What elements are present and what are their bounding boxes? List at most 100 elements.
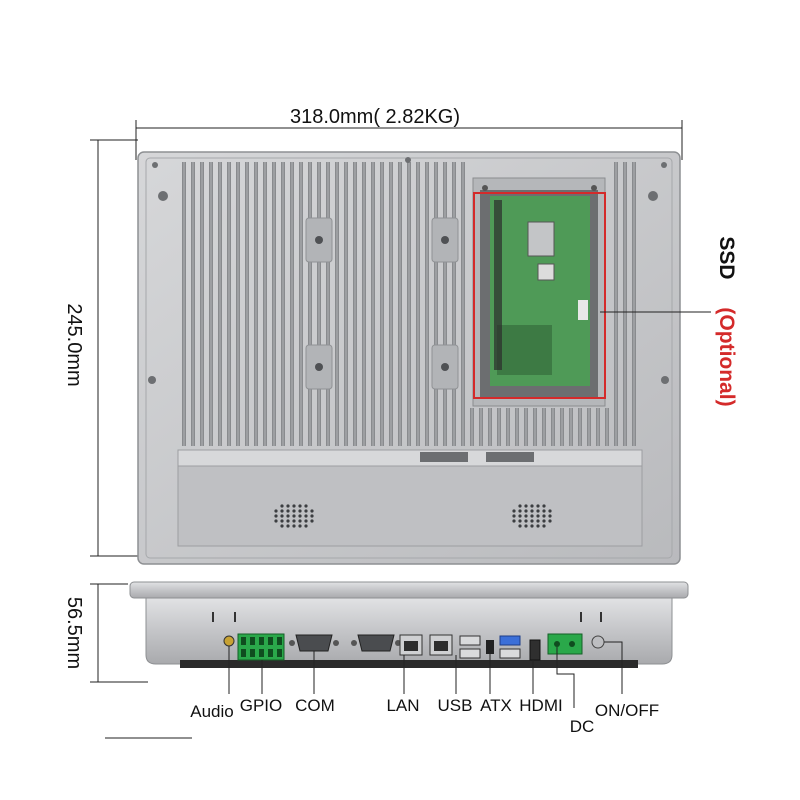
heatsink-fin — [569, 408, 573, 446]
grille-hole — [536, 504, 540, 508]
heatsink-fin — [614, 162, 618, 446]
grille-hole — [518, 504, 522, 508]
grille-hole — [524, 504, 528, 508]
heatsink-fin — [290, 162, 294, 446]
grille-hole — [286, 504, 290, 508]
power-button — [591, 635, 605, 649]
grille-hole — [298, 504, 302, 508]
port-label-com: COM — [295, 696, 335, 715]
grille-hole — [298, 509, 302, 513]
atx-switch — [486, 640, 494, 654]
heatsink-fin — [461, 162, 465, 446]
grille-hole — [530, 519, 534, 523]
ssd-optional-label: (Optional) — [715, 307, 738, 406]
grille-hole — [292, 504, 296, 508]
heatsink-fin — [623, 162, 627, 446]
heatsink-fin — [425, 162, 429, 446]
vesa-mounts — [305, 217, 459, 390]
grille-hole — [518, 519, 522, 523]
grille-hole — [292, 519, 296, 523]
grille-hole — [548, 514, 552, 518]
grille-hole — [530, 504, 534, 508]
hdmi-port — [529, 639, 541, 661]
heatsink-fin — [407, 162, 411, 446]
grille-hole — [274, 509, 278, 513]
grille-hole — [530, 524, 534, 528]
grille-hole — [548, 519, 552, 523]
heatsink-fin — [182, 162, 186, 446]
port-label-dc: DC — [570, 717, 595, 736]
grille-hole — [536, 509, 540, 513]
dc-terminal — [547, 633, 583, 655]
heatsink-fin — [398, 162, 402, 446]
heatsink-fin — [470, 408, 474, 446]
heatsink-fin — [335, 162, 339, 446]
grille-hole — [298, 514, 302, 518]
heatsink-fin — [191, 162, 195, 446]
heatsink-fin — [308, 162, 312, 446]
grille-hole — [310, 514, 314, 518]
grille-hole — [298, 524, 302, 528]
heatsink-fin — [371, 162, 375, 446]
grille-hole — [304, 524, 308, 528]
heatsink-fin — [578, 408, 582, 446]
height-dimension: 245.0mm — [63, 139, 138, 557]
grille-hole — [524, 524, 528, 528]
grille-hole — [304, 519, 308, 523]
grille-hole — [292, 509, 296, 513]
lan-ports — [399, 634, 453, 656]
heatsink-fin — [587, 408, 591, 446]
heatsink-fin — [560, 408, 564, 446]
ssd-bay — [472, 177, 606, 407]
grille-hole — [512, 514, 516, 518]
grille-hole — [518, 509, 522, 513]
grille-hole — [530, 514, 534, 518]
heatsink-fin — [317, 162, 321, 446]
grille-hole — [530, 509, 534, 513]
usb-ports — [459, 635, 521, 659]
heatsink-fin — [605, 408, 609, 446]
heatsink-fin — [497, 408, 501, 446]
grille-hole — [286, 524, 290, 528]
grille-hole — [542, 509, 546, 513]
grille-hole — [286, 519, 290, 523]
grille-hole — [512, 509, 516, 513]
width-label: 318.0mm( 2.82KG) — [290, 106, 460, 128]
grille-hole — [542, 514, 546, 518]
heatsink-fin — [632, 162, 636, 446]
grille-hole — [280, 504, 284, 508]
gpio-pin — [268, 637, 273, 645]
port-label-gpio: GPIO — [240, 696, 283, 715]
grille-hole — [542, 504, 546, 508]
grille-hole — [524, 519, 528, 523]
heatsink-fin — [542, 408, 546, 446]
com-port — [289, 634, 339, 652]
grille-hole — [536, 519, 540, 523]
grille-hole — [304, 504, 308, 508]
speaker-grille-right — [512, 504, 552, 528]
heatsink-fin — [218, 162, 222, 446]
heatsink-fin — [362, 162, 366, 446]
io-bottom-fins — [180, 660, 638, 668]
port-label-on-off: ON/OFF — [595, 701, 659, 720]
gpio-pin — [277, 649, 282, 657]
heatsink-fin — [524, 408, 528, 446]
gpio-pin — [241, 637, 246, 645]
grille-hole — [536, 514, 540, 518]
grille-hole — [280, 524, 284, 528]
grille-hole — [304, 514, 308, 518]
heatsink-fin — [263, 162, 267, 446]
grille-hole — [298, 519, 302, 523]
heatsink-fin — [515, 408, 519, 446]
gpio-pin — [250, 637, 255, 645]
grille-hole — [292, 514, 296, 518]
grille-hole — [518, 524, 522, 528]
port-label-atx: ATX — [480, 696, 512, 715]
heatsink-fin — [452, 162, 456, 446]
grille-hole — [292, 524, 296, 528]
gpio-pin — [259, 649, 264, 657]
grille-hole — [524, 514, 528, 518]
gpio-pin — [268, 649, 273, 657]
grille-hole — [548, 509, 552, 513]
